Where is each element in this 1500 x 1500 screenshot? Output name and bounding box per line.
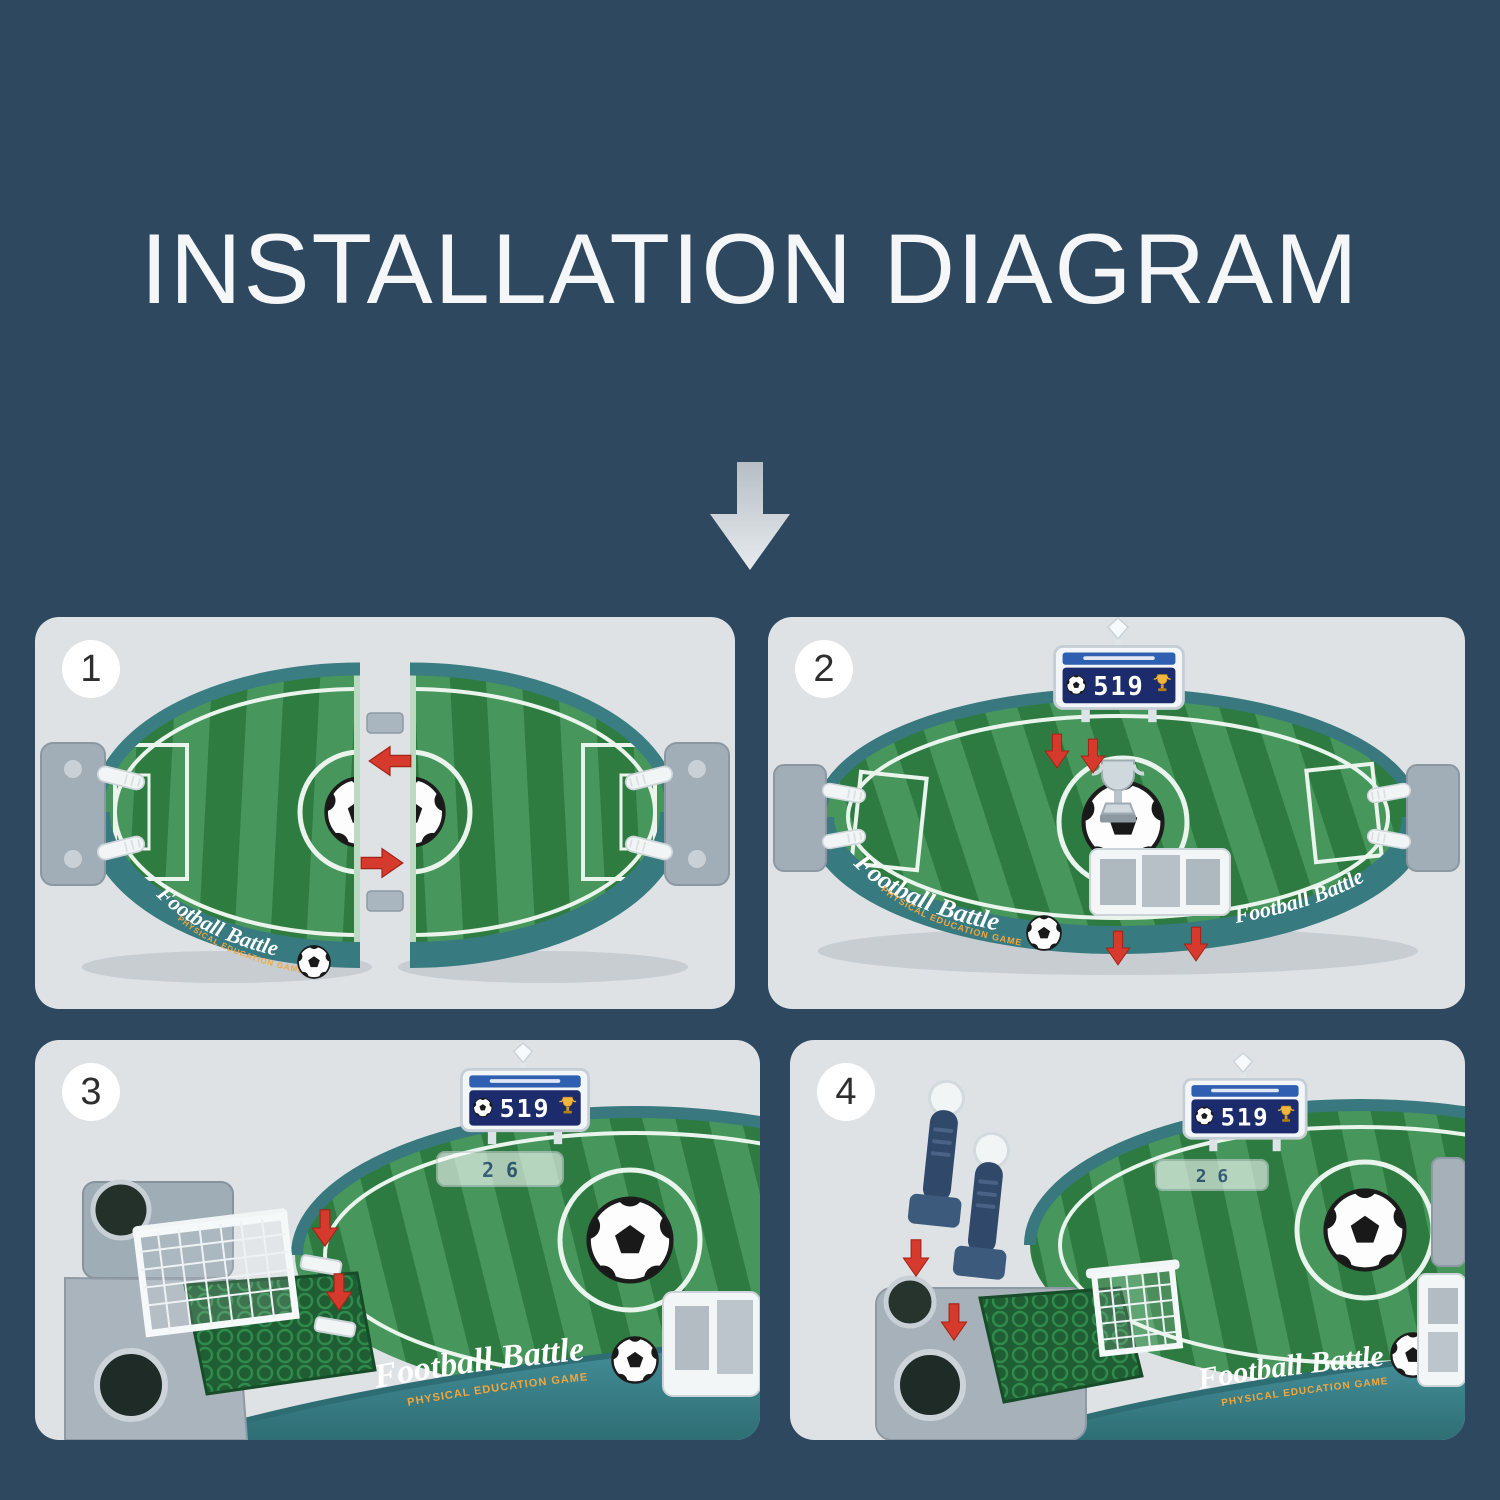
side-shelf	[662, 1291, 760, 1397]
seam-connector-clips	[366, 712, 404, 912]
player-handle	[907, 1079, 965, 1228]
step-panel-3: 3	[35, 1040, 760, 1440]
goal-net-frame	[132, 1208, 300, 1338]
step1-photo-join-halves: Football Battle PHYSICAL EDUCATION GAME	[40, 662, 730, 983]
side-shelf	[1417, 1273, 1465, 1387]
end-cap-left	[773, 764, 868, 872]
corner-base	[875, 1275, 1144, 1440]
end-cap-left	[40, 742, 147, 886]
step-panel-1: 1	[35, 617, 735, 1009]
assembly-arrow-left-icon	[368, 745, 412, 777]
svg-text:2 6: 2 6	[482, 1158, 518, 1182]
scoreboard-top-trophy	[1107, 617, 1129, 647]
corner-assembly	[64, 1179, 377, 1440]
scoreboard-top-trophy	[1233, 1052, 1253, 1080]
step-number-badge: 3	[62, 1063, 120, 1121]
scoreboard-top-trophy	[513, 1042, 533, 1070]
step3-photo-goal-install: 2 6 Football Battle PHYSICAL EDUCATION G…	[64, 1042, 760, 1440]
center-shelf	[1089, 848, 1231, 916]
end-cap-right	[1365, 764, 1460, 872]
svg-text:2 6: 2 6	[1196, 1166, 1229, 1187]
end-cap-right	[623, 742, 730, 886]
field-left-half: Football Battle PHYSICAL EDUCATION GAME	[40, 662, 372, 983]
field-score-display: 2 6	[436, 1151, 564, 1187]
install-arrow-down-icon	[902, 1239, 930, 1277]
step-number-badge: 2	[795, 640, 853, 698]
down-arrow-icon	[710, 462, 790, 570]
step-panel-2: 2 Football Battle	[768, 617, 1465, 1009]
end-cap-right	[1431, 1157, 1465, 1267]
page-title: INSTALLATION DIAGRAM	[140, 213, 1360, 324]
step2-photo-assembled-table: Football Battle PHYSICAL EDUCATION GAME …	[773, 617, 1460, 975]
field-score-display: 2 6	[1155, 1159, 1269, 1191]
step4-photo-handle-install: 2 6 Football Battle PHYSICAL EDUCATION G…	[875, 1052, 1465, 1440]
field-right-half	[398, 662, 730, 983]
assembly-arrow-right-icon	[360, 847, 404, 879]
goal-bracket	[1085, 1259, 1184, 1357]
step-panel-4: 4	[790, 1040, 1465, 1440]
step-number-badge: 4	[817, 1063, 875, 1121]
player-handle	[952, 1131, 1010, 1280]
step-number-badge: 1	[62, 640, 120, 698]
